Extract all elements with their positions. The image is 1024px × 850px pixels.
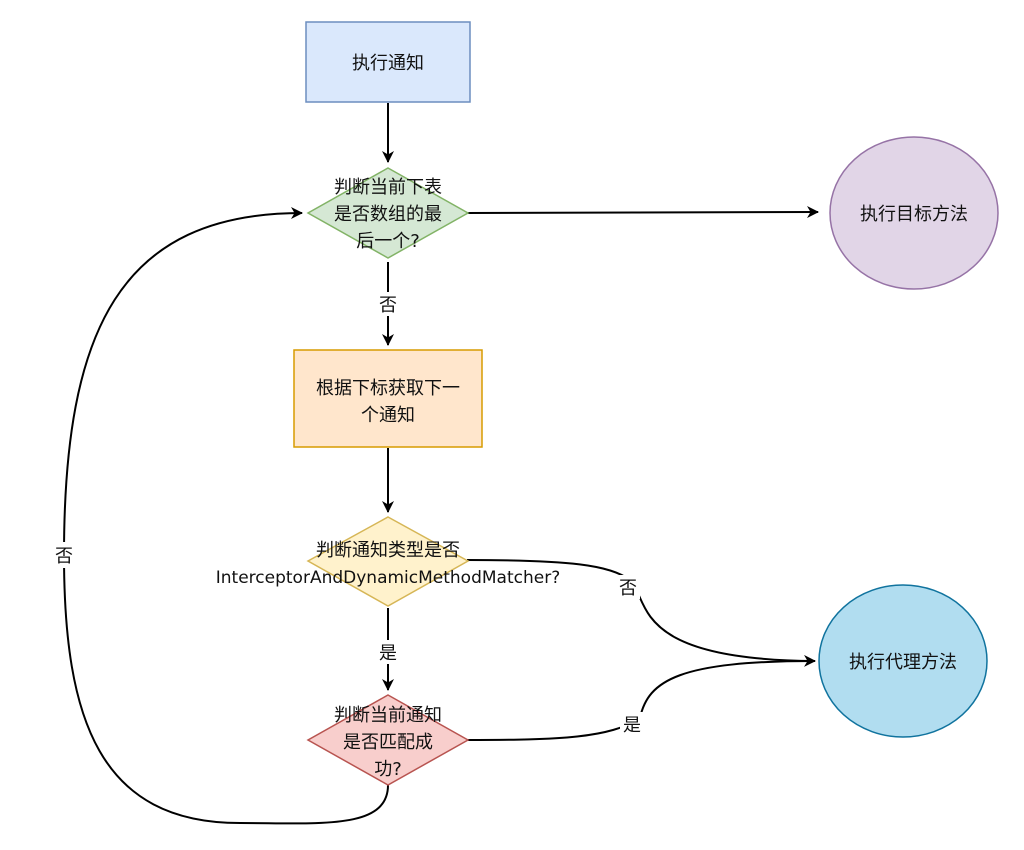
node-check-advice-type: 判断通知类型是否 InterceptorAndDynamicMethodMatc… (216, 516, 560, 607)
node-shape (306, 516, 470, 607)
edge-label-yes-1: 是 (379, 643, 397, 664)
node-label: 执行目标方法 (860, 204, 968, 225)
node-execute-target: 执行目标方法 (829, 136, 999, 290)
edge-check-last-to-target (466, 206, 819, 219)
label-bg (620, 712, 644, 736)
node-label-line: 判断通知类型是否 (316, 540, 460, 561)
node-get-next-advice: 根据下标获取下一 个通知 (293, 349, 483, 448)
label-bg (376, 640, 400, 664)
node-shape (293, 349, 483, 448)
edge-match-loop-back (62, 207, 389, 825)
edge-label-no-1: 否 (379, 295, 397, 316)
node-shape (306, 694, 470, 786)
node-label-line: 是否匹配成 (343, 732, 433, 753)
node-execute-advice: 执行通知 (305, 21, 471, 103)
node-label: 执行代理方法 (849, 652, 957, 673)
node-shape (829, 136, 999, 290)
node-label-line: 根据下标获取下一 (316, 378, 460, 399)
node-shape (306, 167, 470, 259)
label-bg (376, 292, 400, 316)
node-label-line: 判断当前下表 (334, 177, 442, 198)
node-label-line: 后一个? (356, 231, 420, 252)
node-label-line: 是否数组的最 (334, 204, 442, 225)
edge-label-no-2: 否 (619, 578, 637, 599)
edge-label-yes-2: 是 (623, 715, 641, 736)
label-bg (52, 542, 76, 568)
node-shape (305, 21, 471, 103)
node-label-line: 功? (374, 759, 402, 780)
label-bg (616, 575, 640, 599)
node-execute-proxy: 执行代理方法 (818, 584, 988, 738)
edge-label-no-3: 否 (55, 546, 73, 567)
node-label: 执行通知 (352, 53, 424, 74)
node-label-line: 个通知 (361, 405, 415, 426)
node-check-match: 判断当前通知 是否匹配成 功? (306, 694, 470, 786)
node-label-line: InterceptorAndDynamicMethodMatcher? (216, 568, 560, 588)
node-label-line: 判断当前通知 (334, 705, 442, 726)
node-check-last-index: 判断当前下表 是否数组的最 后一个? (306, 167, 470, 259)
node-shape (818, 584, 988, 738)
